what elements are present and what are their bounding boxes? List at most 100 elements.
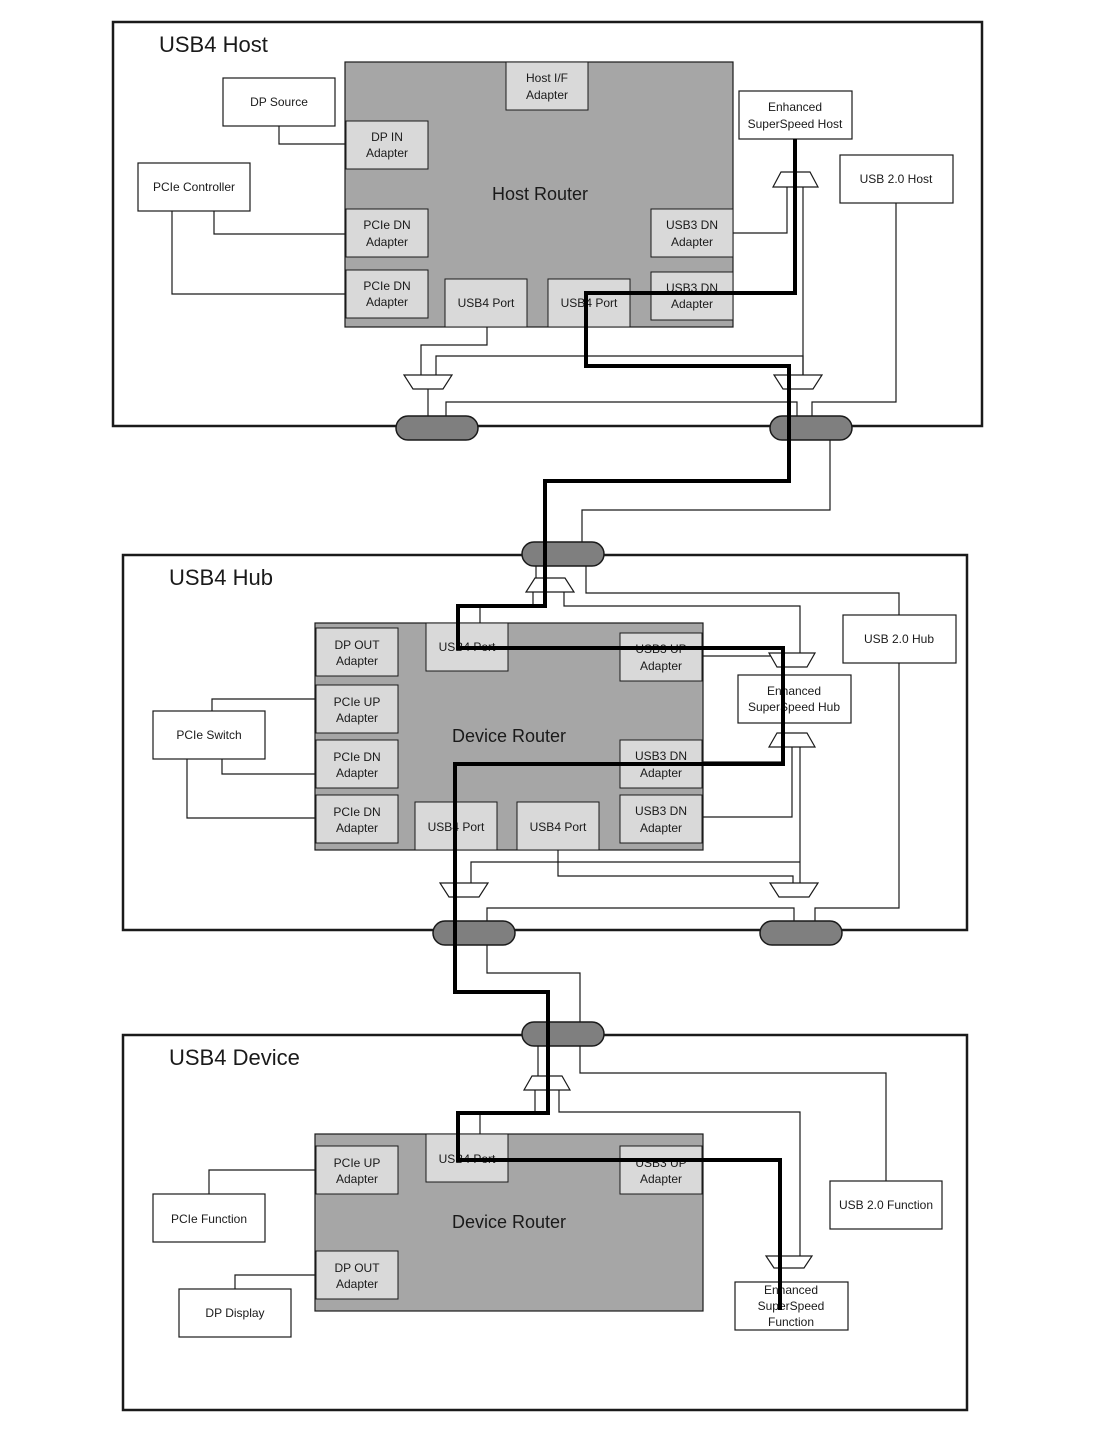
hub-usb4-port-2-label: USB4 Port bbox=[530, 820, 587, 834]
ess-host-label-1: Enhanced bbox=[768, 100, 822, 114]
dp-display-label: DP Display bbox=[205, 1306, 264, 1320]
host-if-label-1: Host I/F bbox=[526, 71, 568, 85]
usb2-hub-label: USB 2.0 Hub bbox=[864, 632, 934, 646]
host-pcie-dn-1-label-1: PCIe DN bbox=[363, 218, 410, 232]
dp-display-box bbox=[178, 1288, 292, 1338]
device-dp-out-label-2: Adapter bbox=[336, 1277, 378, 1291]
wire-dp-source bbox=[278, 126, 345, 145]
host-pcie-dn-1-label-2: Adapter bbox=[366, 235, 408, 249]
wire-device-dp-out bbox=[234, 1274, 315, 1289]
host-if-adapter bbox=[505, 61, 589, 111]
wire-device-usb2 bbox=[579, 1046, 887, 1181]
wire-usb2-host bbox=[811, 203, 897, 416]
wire-hub-usb4-port-2 bbox=[557, 850, 794, 883]
hub-pcie-dn-adapter-2 bbox=[315, 794, 399, 844]
pcie-function-box bbox=[152, 1193, 266, 1243]
host-pcie-dn-adapter-2 bbox=[345, 269, 429, 319]
device-upstream-connector bbox=[521, 1021, 605, 1047]
host-usb3-dn-1-label-2: Adapter bbox=[671, 235, 713, 249]
wire-cable-usb2-hub-device bbox=[486, 945, 581, 1022]
device-router-title: Device Router bbox=[452, 1212, 566, 1232]
host-usb4-port-2-label: USB4 Port bbox=[561, 296, 618, 310]
hub-mux-upstream-icon bbox=[524, 577, 576, 593]
hub-downstream-connector-2 bbox=[759, 920, 843, 946]
wire-hub-pcie-up bbox=[211, 698, 315, 711]
wire-hub-mux-ess bbox=[563, 592, 801, 653]
hub-usb3-up-label-2: Adapter bbox=[640, 659, 682, 673]
dp-source-box bbox=[222, 77, 336, 127]
wire-usb3-dn-1 bbox=[733, 187, 788, 234]
wire-usb4-port-1 bbox=[420, 327, 488, 375]
host-pcie-dn-adapter-1 bbox=[345, 208, 429, 258]
hub-usb3-up-adapter bbox=[619, 632, 703, 682]
device-mux-ess-icon bbox=[764, 1255, 814, 1269]
host-dp-in-label-2: Adapter bbox=[366, 146, 408, 160]
host-usb3-dn-1-label-1: USB3 DN bbox=[666, 218, 718, 232]
hub-usb3-dn-2-label-2: Adapter bbox=[640, 821, 682, 835]
wire-pcie-dn-2 bbox=[171, 210, 345, 295]
wire-hub-mux-cross bbox=[470, 861, 800, 883]
hub-usb3-dn-2-label-1: USB3 DN bbox=[635, 804, 687, 818]
ess-hub-box bbox=[737, 674, 852, 724]
wire-host-usb2-cross bbox=[445, 401, 798, 416]
hub-mux-ess-bottom-icon bbox=[767, 732, 817, 748]
hub-router-title: Device Router bbox=[452, 726, 566, 746]
usb2-host-box bbox=[839, 154, 954, 204]
wire-hub-usb2-up bbox=[585, 566, 900, 615]
wire-pcie-dn-1 bbox=[213, 210, 345, 235]
host-connector-1 bbox=[395, 415, 479, 441]
usb4-hub-title: USB4 Hub bbox=[169, 565, 273, 590]
hub-usb3-dn-1-label-1: USB3 DN bbox=[635, 749, 687, 763]
wire-hub-usb3-dn-2 bbox=[702, 747, 793, 818]
device-dp-out-label-1: DP OUT bbox=[334, 1261, 380, 1275]
wire-hub-usb2-down bbox=[814, 663, 900, 921]
host-usb4-port-2 bbox=[547, 278, 631, 328]
hub-pcie-dn-1-label-1: PCIe DN bbox=[333, 750, 380, 764]
ess-function-label-3: Function bbox=[768, 1315, 814, 1329]
pcie-controller-label: PCIe Controller bbox=[153, 180, 235, 194]
hub-usb3-dn-adapter-2 bbox=[619, 794, 703, 844]
hub-usb3-dn-1-label-2: Adapter bbox=[640, 766, 682, 780]
hub-pcie-dn-adapter-1 bbox=[315, 739, 399, 789]
ess-host-label-2: SuperSpeed Host bbox=[748, 117, 843, 131]
hub-pcie-up-label-2: Adapter bbox=[336, 711, 378, 725]
host-if-label-2: Adapter bbox=[526, 88, 568, 102]
ess-function-box bbox=[734, 1281, 849, 1331]
usb2-function-label: USB 2.0 Function bbox=[839, 1198, 933, 1212]
pcie-switch-box bbox=[152, 710, 266, 760]
usb3-tunnel-path bbox=[453, 139, 797, 1310]
usb2-hub-box bbox=[842, 614, 957, 664]
hub-pcie-up-label-1: PCIe UP bbox=[334, 695, 381, 709]
host-pcie-dn-2-label-2: Adapter bbox=[366, 295, 408, 309]
host-dp-in-adapter bbox=[345, 120, 429, 170]
hub-pcie-dn-2-label-1: PCIe DN bbox=[333, 805, 380, 819]
dp-source-label: DP Source bbox=[250, 95, 308, 109]
host-usb4-port-1-label: USB4 Port bbox=[458, 296, 515, 310]
usb2-function-box bbox=[829, 1180, 943, 1230]
ess-hub-label-1: Enhanced bbox=[767, 684, 821, 698]
hub-mux-port1-icon bbox=[438, 882, 490, 898]
pcie-controller-box bbox=[137, 162, 251, 212]
wire-hub-pcie-dn-2 bbox=[186, 759, 315, 819]
wire-device-pcie-up bbox=[208, 1169, 315, 1194]
host-router-title: Host Router bbox=[492, 184, 588, 204]
host-dp-in-label-1: DP IN bbox=[371, 130, 403, 144]
host-connector-2 bbox=[769, 415, 853, 441]
pcie-function-label: PCIe Function bbox=[171, 1212, 247, 1226]
wire-cable-usb2-host-hub bbox=[581, 440, 831, 542]
wire-hub-pcie-dn-1 bbox=[221, 759, 315, 775]
hub-pcie-up-adapter bbox=[315, 684, 399, 734]
hub-dp-out-label-1: DP OUT bbox=[334, 638, 380, 652]
hub-mux-ess-top-icon bbox=[767, 652, 817, 668]
device-dp-out-adapter bbox=[315, 1250, 399, 1300]
hub-dp-out-adapter bbox=[315, 627, 399, 677]
host-usb3-dn-adapter-2 bbox=[650, 271, 734, 321]
host-usb4-port-1 bbox=[444, 278, 528, 328]
pcie-switch-label: PCIe Switch bbox=[176, 728, 241, 742]
ess-function-label-1: Enhanced bbox=[764, 1283, 818, 1297]
hub-upstream-connector bbox=[521, 541, 605, 567]
wire-hub-usb2-cross bbox=[486, 907, 795, 921]
device-usb3-up-label-2: Adapter bbox=[640, 1172, 682, 1186]
usb2-host-label: USB 2.0 Host bbox=[860, 172, 933, 186]
